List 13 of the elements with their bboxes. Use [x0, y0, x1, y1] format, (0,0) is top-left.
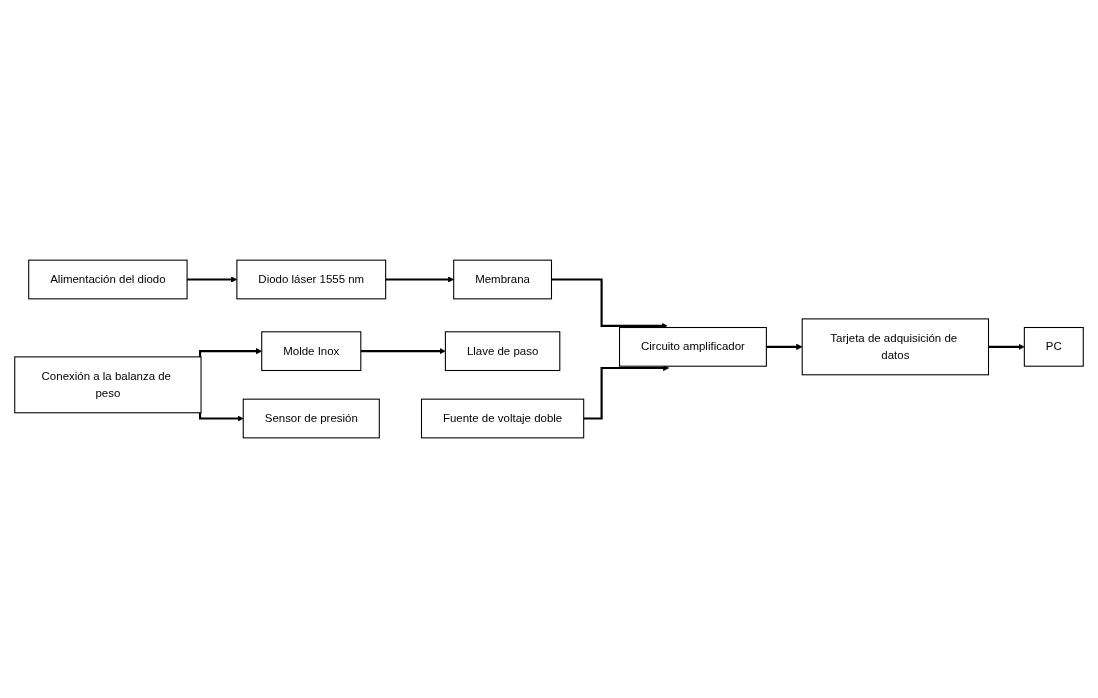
- node-box: Membrana: [453, 259, 553, 300]
- node-box: Llave de paso: [444, 331, 561, 372]
- node-box: PC: [1023, 326, 1084, 367]
- node-box: Diodo láser 1555 nm: [236, 259, 387, 300]
- node-box: Molde Inox: [261, 331, 362, 372]
- node-box: Fuente de voltaje doble: [420, 398, 585, 439]
- arrow: [198, 348, 262, 357]
- node-box: Tarjeta de adquisición de datos: [801, 318, 990, 376]
- arrow: [198, 412, 244, 422]
- node-box: Conexión a la balanza de peso: [14, 356, 202, 414]
- node-box: Circuito amplificador: [619, 326, 767, 367]
- node-box: Sensor de presión: [242, 398, 380, 439]
- node-box: Alimentación del diodo: [28, 259, 188, 300]
